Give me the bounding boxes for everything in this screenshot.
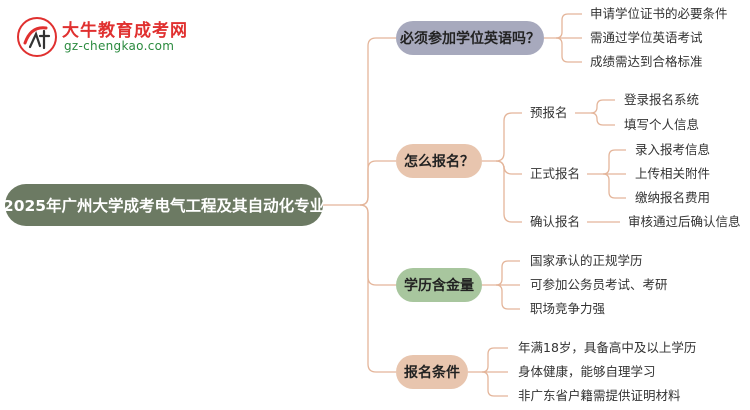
mindmap-root-topic: 2025年广州大学成考电气工程及其自动化专业 [3, 184, 325, 226]
logo-site-name: 大牛教育成考网 [62, 21, 188, 41]
leaf-conditions-3: 非广东省户籍需提供证明材料 [518, 388, 681, 403]
connector-root-register [359, 160, 396, 206]
connector-formal-1 [587, 149, 626, 175]
connector-pre-1 [575, 99, 615, 114]
leaf-english-3: 成绩需达到合格标准 [590, 54, 703, 69]
connector-conditions-1 [468, 347, 508, 373]
branch-english-required: 必须参加学位英语吗？ [396, 21, 544, 55]
logo-site-url: gz-chengkao.com [64, 39, 175, 53]
leaf-conditions-2: 身体健康，能够自理学习 [518, 364, 656, 379]
connector-english-1 [544, 13, 582, 39]
connector-value-3 [495, 284, 520, 310]
leaf-formal-2: 上传相关附件 [635, 166, 711, 181]
branch-how-to-register: 怎么报名？ [396, 144, 482, 178]
branch-degree-value: 学历含金量 [396, 268, 482, 302]
connector-pre-2 [590, 112, 615, 126]
leaf-conditions-1: 年满18岁，具备高中及以上学历 [518, 340, 697, 355]
leaf-value-2: 可参加公务员考试、考研 [530, 277, 668, 292]
leaf-formal-1: 录入报考信息 [635, 142, 711, 157]
node-pre-register: 预报名 [530, 105, 568, 120]
branch-conditions: 报名条件 [396, 355, 468, 389]
connector-root-conditions [359, 204, 396, 373]
leaf-value-1: 国家承认的正规学历 [530, 253, 643, 268]
leaf-pre-2: 填写个人信息 [624, 117, 700, 132]
connector-english-3 [555, 37, 582, 63]
site-logo[interactable]: 大牛教育成考网 gz-chengkao.com [6, 14, 216, 62]
logo-badge-icon [16, 16, 58, 58]
leaf-pre-1: 登录报名系统 [624, 92, 700, 107]
node-formal-register: 正式报名 [530, 166, 581, 181]
leaf-english-2: 需通过学位英语考试 [590, 30, 703, 45]
connector-conditions-3 [481, 371, 508, 397]
leaf-english-1: 申请学位证书的必要条件 [590, 6, 728, 21]
connector-formal-3 [602, 173, 626, 199]
leaf-value-3: 职场竞争力强 [530, 301, 606, 316]
connector-register-pre [482, 112, 522, 162]
leaf-confirm-1: 审核通过后确认信息 [628, 214, 741, 229]
leaf-formal-3: 缴纳报名费用 [635, 190, 711, 205]
connector-value-1 [482, 260, 520, 286]
connector-root-value [359, 204, 396, 286]
connector-root-english [323, 37, 396, 206]
connector-register-formal [495, 160, 522, 175]
node-confirm-register: 确认报名 [530, 214, 581, 229]
connector-register-confirm [495, 160, 522, 223]
